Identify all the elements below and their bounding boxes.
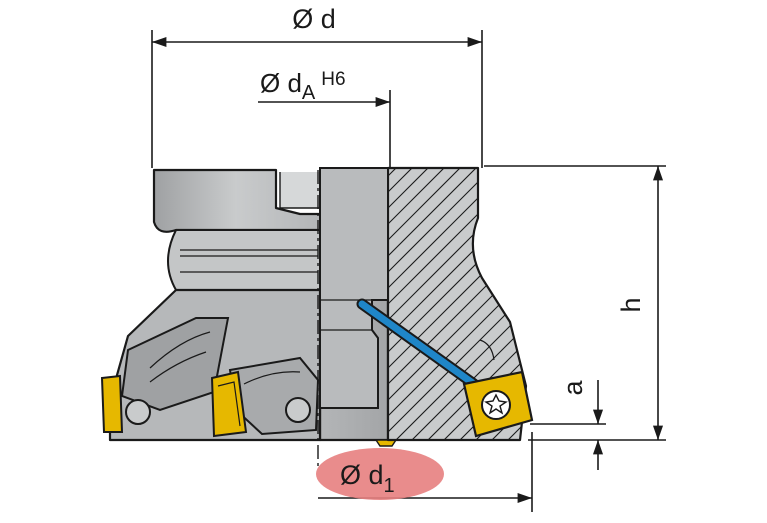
- hatch-line: [744, 160, 767, 460]
- hatch-line: [391, 168, 526, 440]
- insert-middle: [210, 370, 248, 438]
- bore: [319, 167, 389, 409]
- insert-left: [100, 374, 124, 433]
- hatch-line: [388, 168, 526, 440]
- d1-highlight: [316, 448, 444, 500]
- hatch-line: [407, 168, 526, 440]
- hatch-line: [760, 160, 767, 460]
- hatch-line: [388, 168, 469, 440]
- hatch-line: [388, 168, 526, 440]
- hatch-line: [388, 168, 501, 440]
- dimension-h: h: [484, 165, 666, 441]
- hatch-line: [696, 160, 767, 460]
- label-d1: Ø d1: [340, 460, 395, 497]
- label-d: Ø d: [292, 4, 336, 34]
- label-a: a: [558, 380, 588, 396]
- hatch-line: [388, 168, 453, 440]
- screw-2: [285, 397, 311, 423]
- hatch-line: [388, 168, 517, 440]
- label-h: h: [616, 297, 646, 312]
- hatch-line: [680, 160, 767, 460]
- dimension-d: Ø d: [151, 4, 483, 168]
- hatch-line: [712, 160, 767, 460]
- screw-1: [125, 399, 151, 425]
- dimension-a: a: [530, 380, 606, 470]
- section-view: [319, 160, 767, 460]
- body-neck: [167, 229, 321, 291]
- dimension-d1: Ø d1: [316, 432, 533, 512]
- label-dA: Ø dAH6: [260, 68, 346, 104]
- hatch-line: [388, 168, 526, 440]
- hatch-line: [388, 168, 526, 440]
- dimension-dA: Ø dAH6: [258, 68, 391, 168]
- hatch-line: [536, 160, 767, 460]
- hatch-line: [388, 168, 526, 440]
- hatch-line: [664, 160, 767, 460]
- hatch-line: [648, 160, 767, 460]
- hatch-line: [552, 160, 767, 460]
- hatch-line: [584, 160, 767, 460]
- hatch-line: [728, 160, 767, 460]
- hatch-line: [388, 168, 526, 440]
- hatch-line: [632, 160, 767, 460]
- hatch-line: [388, 168, 485, 440]
- torx-icon: [484, 393, 508, 415]
